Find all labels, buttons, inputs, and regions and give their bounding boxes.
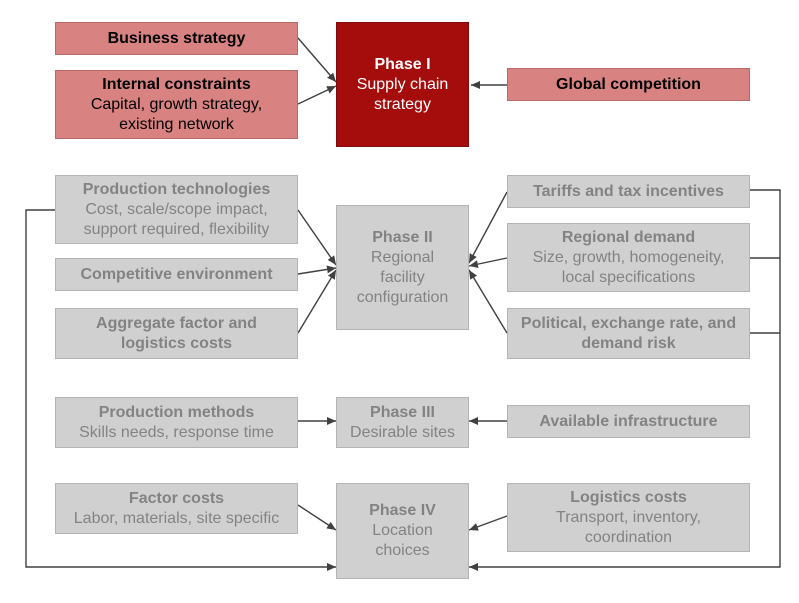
production-methods-line1: Skills needs, response time <box>79 423 274 441</box>
production-technologies-line2: support required, flexibility <box>83 220 270 238</box>
arrow-logistics-to-phase4 <box>468 515 508 531</box>
arrow-factor-to-phase4 <box>297 504 337 531</box>
arrow-tariffs-to-phase2 <box>468 191 508 264</box>
factor-costs-line1: Labor, materials, site specific <box>73 509 280 527</box>
global-competition-label: Global competition <box>556 75 701 93</box>
phase1-line2: Supply chain <box>356 75 449 93</box>
phase4-line3: choices <box>375 542 430 559</box>
competitive-environment-box: Competitive environment <box>55 258 298 291</box>
phase1-line3: strategy <box>374 95 431 113</box>
phase1-title: Phase I <box>374 55 431 73</box>
aggregate-costs-box: Aggregate factor and logistics costs <box>55 308 298 359</box>
logistics-costs-line1: Transport, inventory, <box>556 508 701 526</box>
regional-demand-line1: Size, growth, homogeneity, <box>532 248 725 266</box>
production-technologies-line1: Cost, scale/scope impact, <box>85 200 268 218</box>
right-feedback-arrow <box>469 189 781 571</box>
tariffs-box: Tariffs and tax incentives <box>507 175 750 208</box>
aggregate-costs-line1: Aggregate factor and <box>96 314 257 332</box>
political-risk-box: Political, exchange rate, and demand ris… <box>507 308 750 359</box>
production-methods-title: Production methods <box>98 403 255 421</box>
global-competition-box: Global competition <box>507 68 750 101</box>
production-methods-box: Production methods Skills needs, respons… <box>55 397 298 448</box>
phase3-title: Phase III <box>370 403 435 421</box>
aggregate-costs-line2: logistics costs <box>120 334 233 352</box>
logistics-costs-line2: coordination <box>584 528 673 546</box>
business-strategy-box: Business strategy <box>55 22 298 55</box>
phase4-box: Phase IV Location choices <box>336 483 469 579</box>
arrow-competitive-to-phase2 <box>297 265 337 275</box>
regional-demand-line2: local specifications <box>561 268 696 286</box>
arrow-business-to-phase1 <box>297 37 337 83</box>
regional-demand-title: Regional demand <box>561 228 696 246</box>
left-feedback-arrow <box>25 209 336 571</box>
internal-constraints-line2: existing network <box>119 115 234 133</box>
arrow-prodtech-to-phase2 <box>297 209 337 266</box>
internal-constraints-box: Internal constraints Capital, growth str… <box>55 70 298 139</box>
phase2-line3: facility <box>380 268 425 286</box>
available-infrastructure-box: Available infrastructure <box>507 405 750 438</box>
production-technologies-title: Production technologies <box>82 180 271 198</box>
regional-demand-box: Regional demand Size, growth, homogeneit… <box>507 223 750 292</box>
arrow-political-to-phase2 <box>468 269 508 334</box>
production-technologies-box: Production technologies Cost, scale/scop… <box>55 175 298 244</box>
phase3-box: Phase III Desirable sites <box>336 397 469 448</box>
business-strategy-label: Business strategy <box>107 29 246 47</box>
internal-constraints-title: Internal constraints <box>102 75 251 93</box>
phase3-line2: Desirable sites <box>350 423 455 441</box>
available-infrastructure-label: Available infrastructure <box>539 412 718 430</box>
political-risk-line1: Political, exchange rate, and <box>520 314 737 332</box>
political-risk-line2: demand risk <box>581 334 676 352</box>
phase2-line2: Regional <box>370 248 435 266</box>
factor-costs-title: Factor costs <box>128 489 225 507</box>
phase2-title: Phase II <box>372 228 433 246</box>
phase1-box: Phase I Supply chain strategy <box>336 22 469 147</box>
phase4-title: Phase IV <box>369 502 436 519</box>
internal-constraints-line1: Capital, growth strategy, <box>90 95 263 113</box>
factor-costs-box: Factor costs Labor, materials, site spec… <box>55 483 298 534</box>
tariffs-label: Tariffs and tax incentives <box>533 182 724 200</box>
logistics-costs-box: Logistics costs Transport, inventory, co… <box>507 483 750 552</box>
arrow-aggregate-to-phase2 <box>297 269 337 334</box>
arrow-constraints-to-phase1 <box>297 85 337 105</box>
phase2-box: Phase II Regional facility configuration <box>336 205 469 330</box>
phase4-line2: Location <box>372 522 433 539</box>
phase2-line4: configuration <box>356 288 449 306</box>
logistics-costs-title: Logistics costs <box>570 488 687 506</box>
arrow-demand-to-phase2 <box>468 257 508 269</box>
competitive-environment-label: Competitive environment <box>80 265 273 283</box>
